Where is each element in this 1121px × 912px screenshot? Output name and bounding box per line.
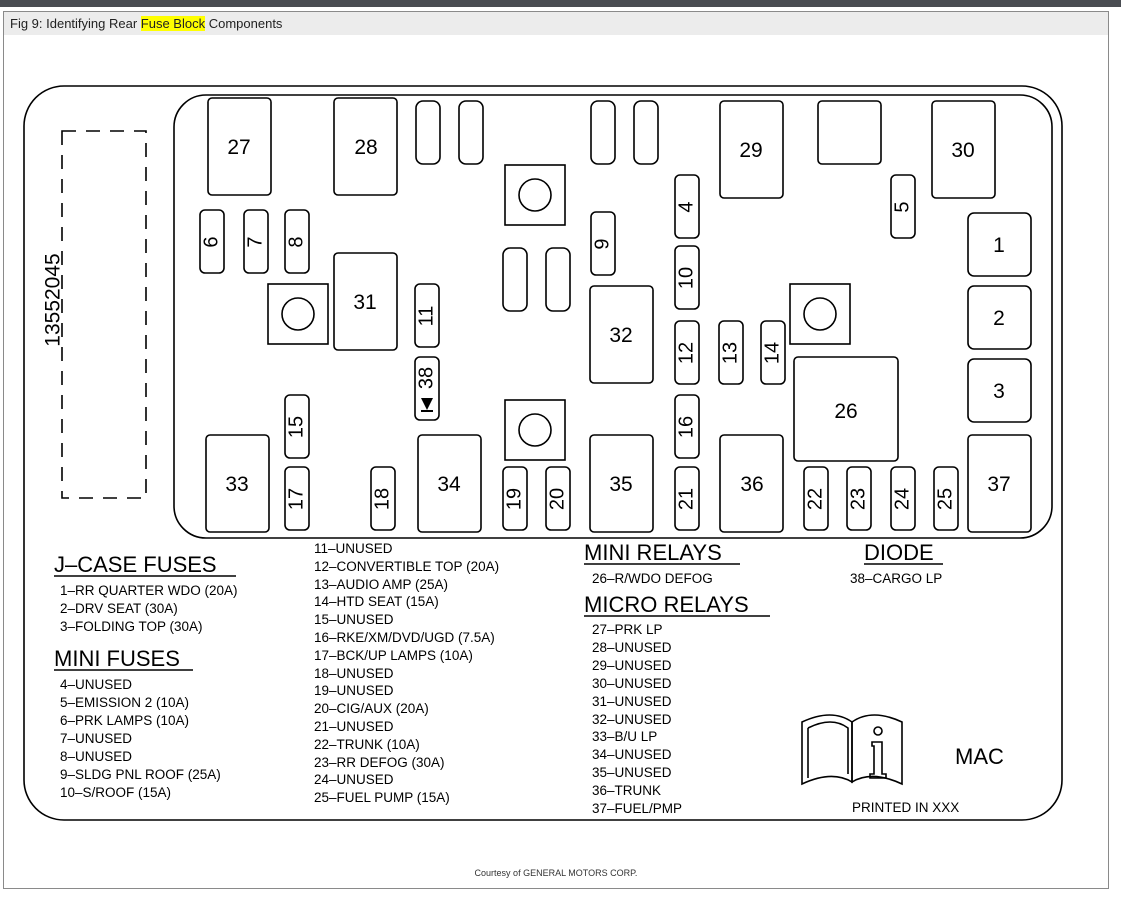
- figure-frame: Fig 9: Identifying Rear Fuse Block Compo…: [3, 11, 1109, 889]
- caption-suffix: Components: [205, 16, 283, 31]
- caption-highlight: Fuse Block: [140, 16, 206, 31]
- figure-caption-bar: Fig 9: Identifying Rear Fuse Block Compo…: [4, 12, 1108, 35]
- caption-prefix: Fig 9: Identifying Rear: [10, 16, 141, 31]
- window-top-bar: [0, 0, 1121, 7]
- courtesy-note: Courtesy of GENERAL MOTORS CORP.: [474, 868, 638, 878]
- figure-caption: Fig 9: Identifying Rear Fuse Block Compo…: [10, 16, 282, 31]
